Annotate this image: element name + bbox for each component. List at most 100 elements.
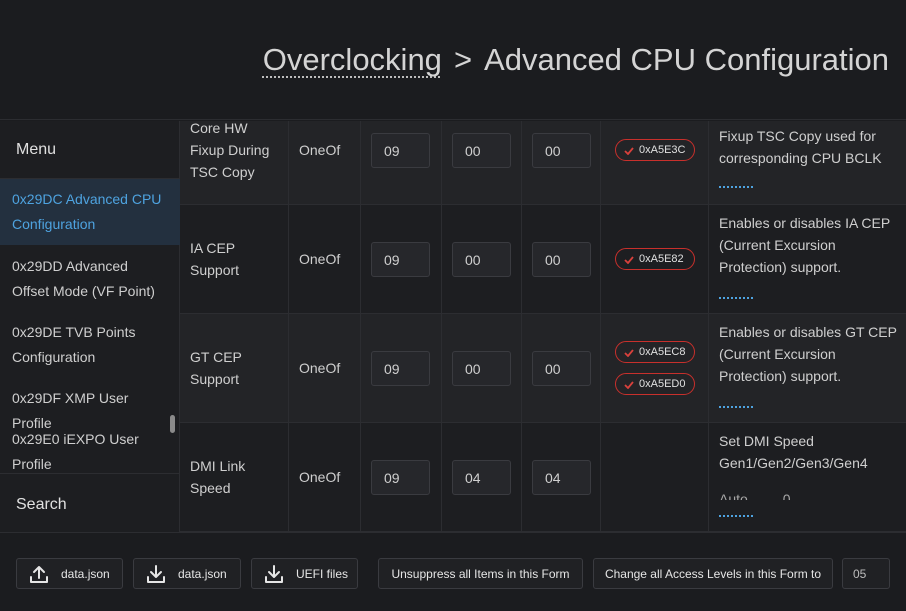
reference-offset: 0xA5EC8 xyxy=(639,346,686,358)
setting-type: OneOf xyxy=(299,360,341,376)
setting-description: Fixup TSC Copy used for corresponding CP… xyxy=(719,128,882,166)
description-cell: Enables or disables GT CEP (Current Excu… xyxy=(709,314,906,422)
setting-name: IA CEP Support xyxy=(190,240,240,278)
description-cell: Enables or disables IA CEP (Current Excu… xyxy=(709,205,906,313)
settings-table: Core HW Fixup During TSC Copy OneOf 09 0… xyxy=(180,121,906,532)
page-header: Overclocking > Advanced CPU Configuration xyxy=(0,0,906,120)
reference-badge[interactable]: 0xA5E3C xyxy=(615,139,695,161)
setting-description: Enables or disables GT CEP (Current Excu… xyxy=(719,324,897,384)
table-row: IA CEP Support OneOf 09 00 00 0xA5E82 En… xyxy=(180,205,906,314)
setting-type: OneOf xyxy=(299,142,341,158)
table-row: DMI Link Speed OneOf 09 04 04 Set DMI Sp… xyxy=(180,423,906,532)
unsuppress-all-button[interactable]: Unsuppress all Items in this Form xyxy=(378,558,583,589)
sidebar: Menu 0x29DC Advanced CPU Configuration 0… xyxy=(0,121,180,532)
breadcrumb-separator: > xyxy=(453,42,473,77)
expand-description-link[interactable] xyxy=(719,515,753,517)
value-cell: 00 xyxy=(442,205,522,313)
menu-list[interactable]: 0x29DC Advanced CPU Configuration 0x29DD… xyxy=(0,178,180,473)
table-row: GT CEP Support OneOf 09 00 00 0xA5EC8 0x… xyxy=(180,314,906,423)
expand-description-link[interactable] xyxy=(719,406,753,408)
reference-offset: 0xA5ED0 xyxy=(639,378,686,390)
menu-item-advanced-cpu-configuration[interactable]: 0x29DC Advanced CPU Configuration xyxy=(0,179,180,245)
check-icon xyxy=(624,381,634,390)
check-icon xyxy=(624,349,634,358)
value-field-2[interactable]: 00 xyxy=(452,351,511,386)
value-field-1[interactable]: 09 xyxy=(371,351,430,386)
menu-item-iexpo-user-profile[interactable]: 0x29E0 iEXPO User Profile xyxy=(12,431,139,472)
reference-offset: 0xA5E82 xyxy=(639,253,684,265)
menu-item-advanced-offset-mode[interactable]: 0x29DD Advanced Offset Mode (VF Point) xyxy=(12,258,155,299)
value-field-3[interactable]: 04 xyxy=(532,460,591,495)
value-cell: 04 xyxy=(442,423,522,531)
reference-badge[interactable]: 0xA5E82 xyxy=(615,248,695,270)
reference-cell: 0xA5E3C xyxy=(601,121,709,204)
access-level-input[interactable]: 05 xyxy=(842,558,890,589)
download-uefi-files-button[interactable]: UEFI files xyxy=(251,558,358,589)
menu-item-tvb-points-configuration[interactable]: 0x29DE TVB Points Configuration xyxy=(12,324,136,365)
name-cell: Core HW Fixup During TSC Copy xyxy=(180,121,289,204)
reference-badge[interactable]: 0xA5EC8 xyxy=(615,341,695,363)
value-field-1[interactable]: 09 xyxy=(371,460,430,495)
value-field-2[interactable]: 00 xyxy=(452,133,511,168)
value-cell: 00 xyxy=(442,121,522,204)
setting-description: Set DMI Speed Gen1/Gen2/Gen3/Gen4 xyxy=(719,433,868,471)
search-label: Search xyxy=(16,496,67,513)
reference-cell xyxy=(601,423,709,531)
value-field-3[interactable]: 00 xyxy=(532,242,591,277)
setting-description: Enables or disables IA CEP (Current Excu… xyxy=(719,215,890,275)
table-row: Core HW Fixup During TSC Copy OneOf 09 0… xyxy=(180,121,906,205)
value-cell: 09 xyxy=(361,314,442,422)
setting-type: OneOf xyxy=(299,469,341,485)
footer-toolbar: data.json data.json UEFI files Unsuppres… xyxy=(0,532,906,611)
check-icon xyxy=(624,256,634,265)
setting-name: GT CEP Support xyxy=(190,349,242,387)
breadcrumb: Overclocking > Advanced CPU Configuration xyxy=(263,42,889,78)
menu-item-xmp-user-profile[interactable]: 0x29DF XMP User Profile xyxy=(12,390,129,431)
change-access-levels-button[interactable]: Change all Access Levels in this Form to xyxy=(593,558,833,589)
search-section[interactable]: Search xyxy=(0,473,180,532)
value-field-2[interactable]: 00 xyxy=(452,242,511,277)
type-cell: OneOf xyxy=(289,314,361,422)
download-button-label: data.json xyxy=(178,566,227,581)
name-cell: GT CEP Support xyxy=(180,314,289,422)
description-cell: Set DMI Speed Gen1/Gen2/Gen3/Gen4 Auto 0 xyxy=(709,423,906,531)
value-field-3[interactable]: 00 xyxy=(532,133,591,168)
value-cell: 09 xyxy=(361,423,442,531)
name-cell: IA CEP Support xyxy=(180,205,289,313)
type-cell: OneOf xyxy=(289,205,361,313)
expand-description-link[interactable] xyxy=(719,297,753,299)
value-field-3[interactable]: 00 xyxy=(532,351,591,386)
reference-cell: 0xA5EC8 0xA5ED0 xyxy=(601,314,709,422)
value-cell: 00 xyxy=(522,121,601,204)
setting-type: OneOf xyxy=(299,251,341,267)
check-icon xyxy=(624,147,634,156)
value-field-1[interactable]: 09 xyxy=(371,242,430,277)
setting-name: Core HW Fixup During TSC Copy xyxy=(190,121,270,180)
description-cell: Fixup TSC Copy used for corresponding CP… xyxy=(709,121,906,204)
value-cell: 00 xyxy=(522,205,601,313)
value-field-1[interactable]: 09 xyxy=(371,133,430,168)
expand-description-link[interactable] xyxy=(719,186,753,188)
reference-offset: 0xA5E3C xyxy=(639,144,686,156)
value-field-2[interactable]: 04 xyxy=(452,460,511,495)
reference-badge[interactable]: 0xA5ED0 xyxy=(615,373,695,395)
setting-name: DMI Link Speed xyxy=(190,458,246,496)
type-cell: OneOf xyxy=(289,423,361,531)
page-title: Advanced CPU Configuration xyxy=(484,42,889,77)
uefi-button-label: UEFI files xyxy=(296,566,349,581)
upload-button-label: data.json xyxy=(61,566,110,581)
menu-scrollbar-thumb[interactable] xyxy=(170,415,175,433)
value-cell: 09 xyxy=(361,205,442,313)
upload-icon xyxy=(30,565,48,583)
value-cell: 00 xyxy=(522,314,601,422)
setting-options-preview: Auto 0 xyxy=(719,491,791,500)
breadcrumb-overclocking-link[interactable]: Overclocking xyxy=(262,42,442,77)
upload-data-json-button[interactable]: data.json xyxy=(16,558,123,589)
menu-title: Menu xyxy=(16,141,57,158)
reference-cell: 0xA5E82 xyxy=(601,205,709,313)
value-cell: 09 xyxy=(361,121,442,204)
value-cell: 00 xyxy=(442,314,522,422)
download-data-json-button[interactable]: data.json xyxy=(133,558,241,589)
value-cell: 04 xyxy=(522,423,601,531)
download-icon xyxy=(265,564,283,583)
